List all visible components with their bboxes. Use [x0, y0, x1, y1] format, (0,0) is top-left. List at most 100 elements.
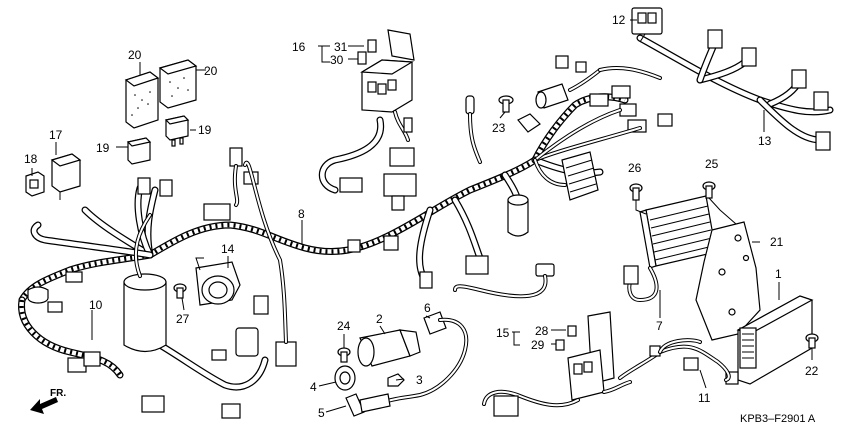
direction-label: FR. — [50, 388, 66, 399]
callout-17: 17 — [49, 128, 63, 142]
grommet-6 — [383, 311, 469, 404]
callout-leaders — [31, 19, 813, 413]
bolt-22 — [805, 333, 819, 349]
connector-small — [555, 55, 569, 69]
connector-small — [383, 235, 399, 251]
sub-harness-11 — [618, 338, 731, 382]
callout-6: 6 — [424, 301, 431, 315]
callout-20-a: 20 — [128, 48, 142, 62]
connector-small — [465, 255, 489, 275]
condenser-left — [27, 286, 49, 304]
connector-small — [229, 147, 243, 167]
fuse-28 — [567, 325, 577, 337]
callout-15: 15 — [496, 326, 510, 340]
callout-2: 2 — [376, 312, 383, 326]
rubber-seal-4 — [334, 365, 356, 391]
finned-unit-center — [561, 151, 599, 201]
cylinder-top — [517, 68, 602, 133]
spark-plug-cap-5 — [345, 393, 391, 417]
connector-small — [83, 351, 101, 367]
sensor-top — [465, 95, 482, 164]
connector-small — [141, 395, 165, 413]
callout-27: 27 — [176, 312, 190, 326]
callout-31: 31 — [334, 40, 348, 54]
connector-small — [65, 271, 83, 283]
diagram-code: KPB3–F2901 A — [740, 413, 816, 425]
fuse-30 — [357, 51, 367, 65]
connector-small — [253, 295, 269, 315]
callout-16: 16 — [292, 40, 306, 54]
connector-small — [619, 103, 637, 117]
relay-20-right — [158, 59, 198, 109]
callout-5: 5 — [318, 406, 325, 420]
callout-30: 30 — [330, 53, 344, 67]
callout-11: 11 — [698, 391, 711, 405]
callout-4: 4 — [310, 380, 317, 394]
connector-small — [347, 239, 361, 253]
fuse-box-15 — [482, 311, 632, 417]
ignition-coil-2 — [357, 329, 421, 367]
callout-24: 24 — [337, 319, 351, 333]
regulator-rectifier-7 — [623, 195, 717, 303]
callout-28: 28 — [535, 324, 549, 338]
connector-small — [211, 349, 227, 361]
connector-small — [611, 85, 631, 99]
callout-10: 10 — [89, 298, 103, 312]
relay-19-left — [126, 137, 152, 165]
connector-small — [575, 61, 587, 73]
horn-14 — [195, 257, 241, 306]
connector-12 — [631, 7, 663, 43]
callout-18: 18 — [24, 152, 38, 166]
control-unit-1 — [725, 295, 814, 385]
callout-14: 14 — [221, 242, 235, 256]
connector-small — [419, 271, 433, 289]
fuse-31 — [367, 39, 377, 53]
fuse-29 — [555, 339, 565, 351]
callout-19-b: 19 — [96, 141, 110, 155]
bolt-26 — [629, 183, 643, 201]
connector-small — [383, 173, 417, 197]
callout-26: 26 — [628, 161, 642, 175]
callout-7: 7 — [656, 319, 663, 333]
connector-small — [391, 195, 405, 211]
callout-22: 22 — [805, 364, 819, 378]
callout-1: 1 — [775, 267, 782, 281]
callout-12: 12 — [612, 13, 626, 27]
bolt-25 — [702, 181, 716, 199]
connector-small — [221, 403, 241, 419]
connector-small — [657, 113, 673, 127]
sub-harness-13 — [636, 29, 834, 151]
relay-19-right — [164, 115, 190, 147]
connector-small — [137, 177, 151, 195]
relay-20-left — [124, 71, 160, 129]
connector-small — [589, 93, 609, 107]
connector-large — [235, 327, 259, 357]
callout-20-b: 20 — [204, 64, 218, 78]
callout-21: 21 — [770, 235, 784, 249]
callout-29: 29 — [531, 338, 545, 352]
connector-small — [47, 301, 63, 313]
main-wire-harness — [18, 93, 629, 391]
canister-left — [123, 213, 167, 353]
callout-numbers: 12 16 31 30 20 20 19 19 17 18 10 14 27 8… — [24, 13, 819, 425]
relay-box-16 — [357, 29, 415, 142]
bolt-24 — [337, 347, 351, 363]
relay-18 — [25, 171, 45, 197]
connector-small — [275, 341, 297, 367]
callout-23: 23 — [492, 121, 506, 135]
callout-13: 13 — [758, 134, 772, 148]
callout-3: 3 — [416, 373, 423, 387]
callout-19-a: 19 — [198, 123, 212, 137]
bolt-27 — [173, 283, 187, 299]
front-direction-arrow: FR. — [30, 388, 66, 414]
condenser-center — [507, 194, 529, 237]
connector-small — [67, 357, 87, 373]
relay-17 — [50, 153, 82, 200]
connector-small — [339, 177, 363, 193]
callout-8: 8 — [298, 207, 305, 221]
callout-25: 25 — [705, 157, 719, 171]
bolt-23 — [498, 95, 514, 113]
connector-small — [203, 203, 231, 221]
